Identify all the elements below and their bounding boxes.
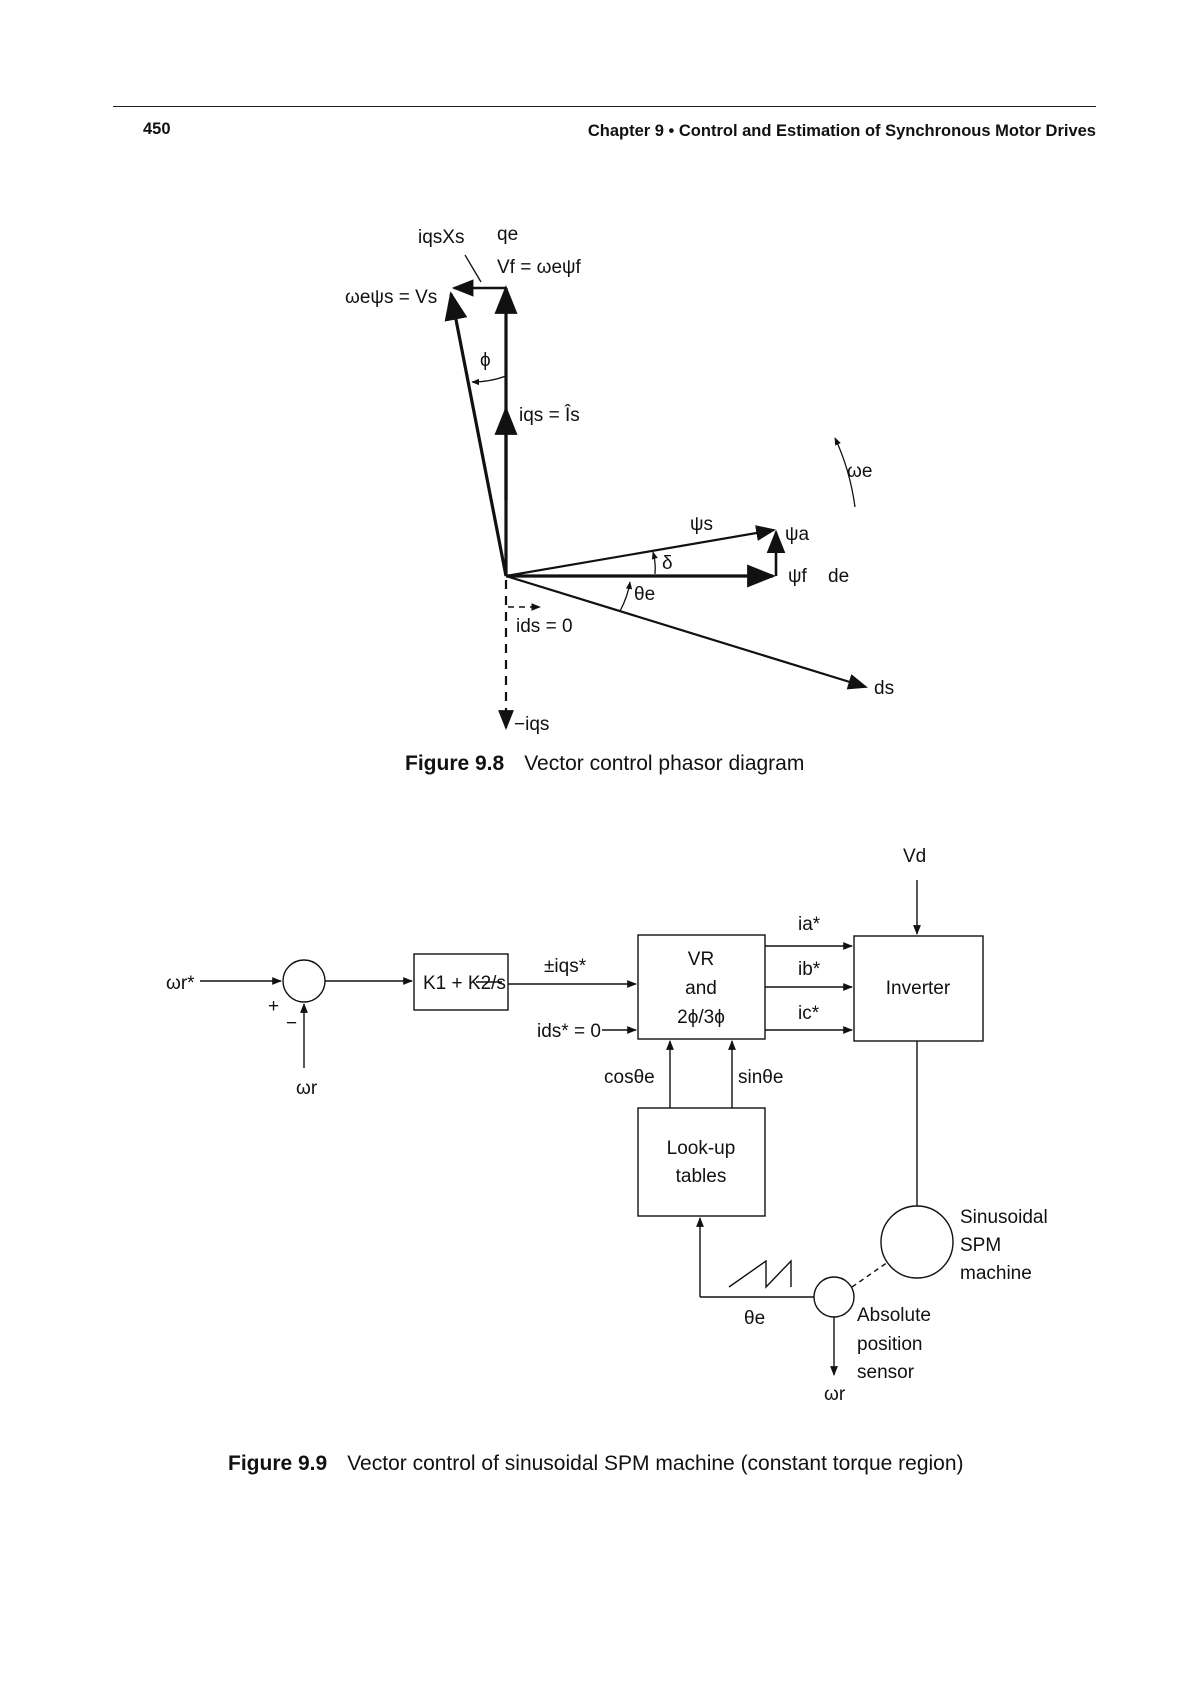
sensor-coupling xyxy=(851,1261,889,1288)
label-omega-r-star: ωr* xyxy=(166,973,195,994)
label-neg-iqs: −iqs xyxy=(514,714,549,735)
sensor-line-3: sensor xyxy=(857,1362,915,1383)
label-psi-s: ψs xyxy=(690,514,713,535)
figure-9-9-number: Figure 9.9 xyxy=(228,1452,328,1475)
machine-line-1: Sinusoidal xyxy=(960,1207,1048,1228)
label-psi-f: ψf xyxy=(788,566,808,587)
delta-arc xyxy=(651,551,658,575)
header-rule xyxy=(113,106,1096,107)
pi-controller-block xyxy=(413,953,509,1011)
label-ib-star: ib* xyxy=(798,959,821,980)
label-psi-a: ψa xyxy=(785,524,810,545)
label-phi: ϕ xyxy=(480,350,491,371)
label-omega-r-out: ωr xyxy=(824,1384,846,1405)
lookup-line-1: Look-up xyxy=(667,1138,736,1159)
label-ids: ids = 0 xyxy=(516,616,573,637)
label-theta-e: θe xyxy=(634,584,655,605)
figure-9-8-caption: Figure 9.8 Vector control phasor diagram xyxy=(405,752,804,776)
running-head: Chapter 9 • Control and Estimation of Sy… xyxy=(587,122,1096,140)
theta-e-arc xyxy=(619,581,633,612)
machine-line-2: SPM xyxy=(960,1235,1001,1256)
label-vf: Vf = ωeψf xyxy=(497,257,582,278)
sawtooth-waveform xyxy=(728,1259,792,1289)
label-omega-r-fb: ωr xyxy=(296,1078,318,1099)
label-minus: − xyxy=(286,1013,297,1034)
sensor-line-2: position xyxy=(857,1334,923,1355)
vs-vector xyxy=(444,291,508,577)
label-cos: cosθe xyxy=(604,1067,655,1088)
figure-9-8-number: Figure 9.8 xyxy=(405,752,505,775)
lookup-table-block xyxy=(637,1107,766,1217)
label-plus: + xyxy=(268,996,279,1017)
inverter-label: Inverter xyxy=(886,978,951,999)
figure-9-9-caption: Figure 9.9 Vector control of sinusoidal S… xyxy=(228,1452,964,1476)
page-number: 450 xyxy=(143,120,171,138)
label-omega-e: ωe xyxy=(847,461,872,482)
label-ids-star: ids* = 0 xyxy=(537,1021,601,1042)
label-sin: sinθe xyxy=(738,1067,783,1088)
label-vs: ωeψs = Vs xyxy=(345,287,437,308)
label-qe: qe xyxy=(497,224,518,245)
lookup-line-2: tables xyxy=(676,1166,727,1187)
label-iqs-star: ±iqs* xyxy=(544,956,587,977)
label-theta-e-fb: θe xyxy=(744,1308,765,1329)
label-vd: Vd xyxy=(903,846,926,867)
figure-9-9-title: Vector control of sinusoidal SPM machine… xyxy=(347,1452,964,1475)
spm-machine xyxy=(880,1205,954,1279)
position-sensor xyxy=(813,1276,855,1318)
iqsxs-leader xyxy=(464,254,482,283)
vr-line-2: and xyxy=(685,978,717,999)
label-ds: ds xyxy=(874,678,894,699)
psi-s-vector xyxy=(505,525,776,578)
label-delta: δ xyxy=(662,553,673,574)
label-controller: K1 + K2/s xyxy=(423,973,506,994)
vr-line-1: VR xyxy=(688,949,714,970)
omega-e-arrow xyxy=(834,437,856,508)
inverter-block xyxy=(853,935,984,1042)
label-iqs-is: iqs = Îs xyxy=(519,404,580,426)
vr-line-3: 2ϕ/3ϕ xyxy=(677,1007,725,1028)
ds-axis xyxy=(505,574,868,690)
figure-9-8-title: Vector control phasor diagram xyxy=(524,752,805,775)
phasor-diagram: iqsXs qe Vf = ωeψf ωeψs = Vs ϕ iqs = Îs … xyxy=(345,224,894,735)
label-ic-star: ic* xyxy=(798,1003,820,1024)
summing-junction xyxy=(282,959,326,1003)
label-iqs-xs: iqsXs xyxy=(418,227,464,248)
phi-arc xyxy=(471,375,507,386)
label-ia-star: ia* xyxy=(798,914,821,935)
machine-line-3: machine xyxy=(960,1263,1032,1284)
block-diagram: ωr* + − ωr K1 + K2/s ±iqs* ids* = 0 VR a… xyxy=(166,846,1048,1405)
sensor-line-1: Absolute xyxy=(857,1305,931,1326)
label-de: de xyxy=(828,566,849,587)
